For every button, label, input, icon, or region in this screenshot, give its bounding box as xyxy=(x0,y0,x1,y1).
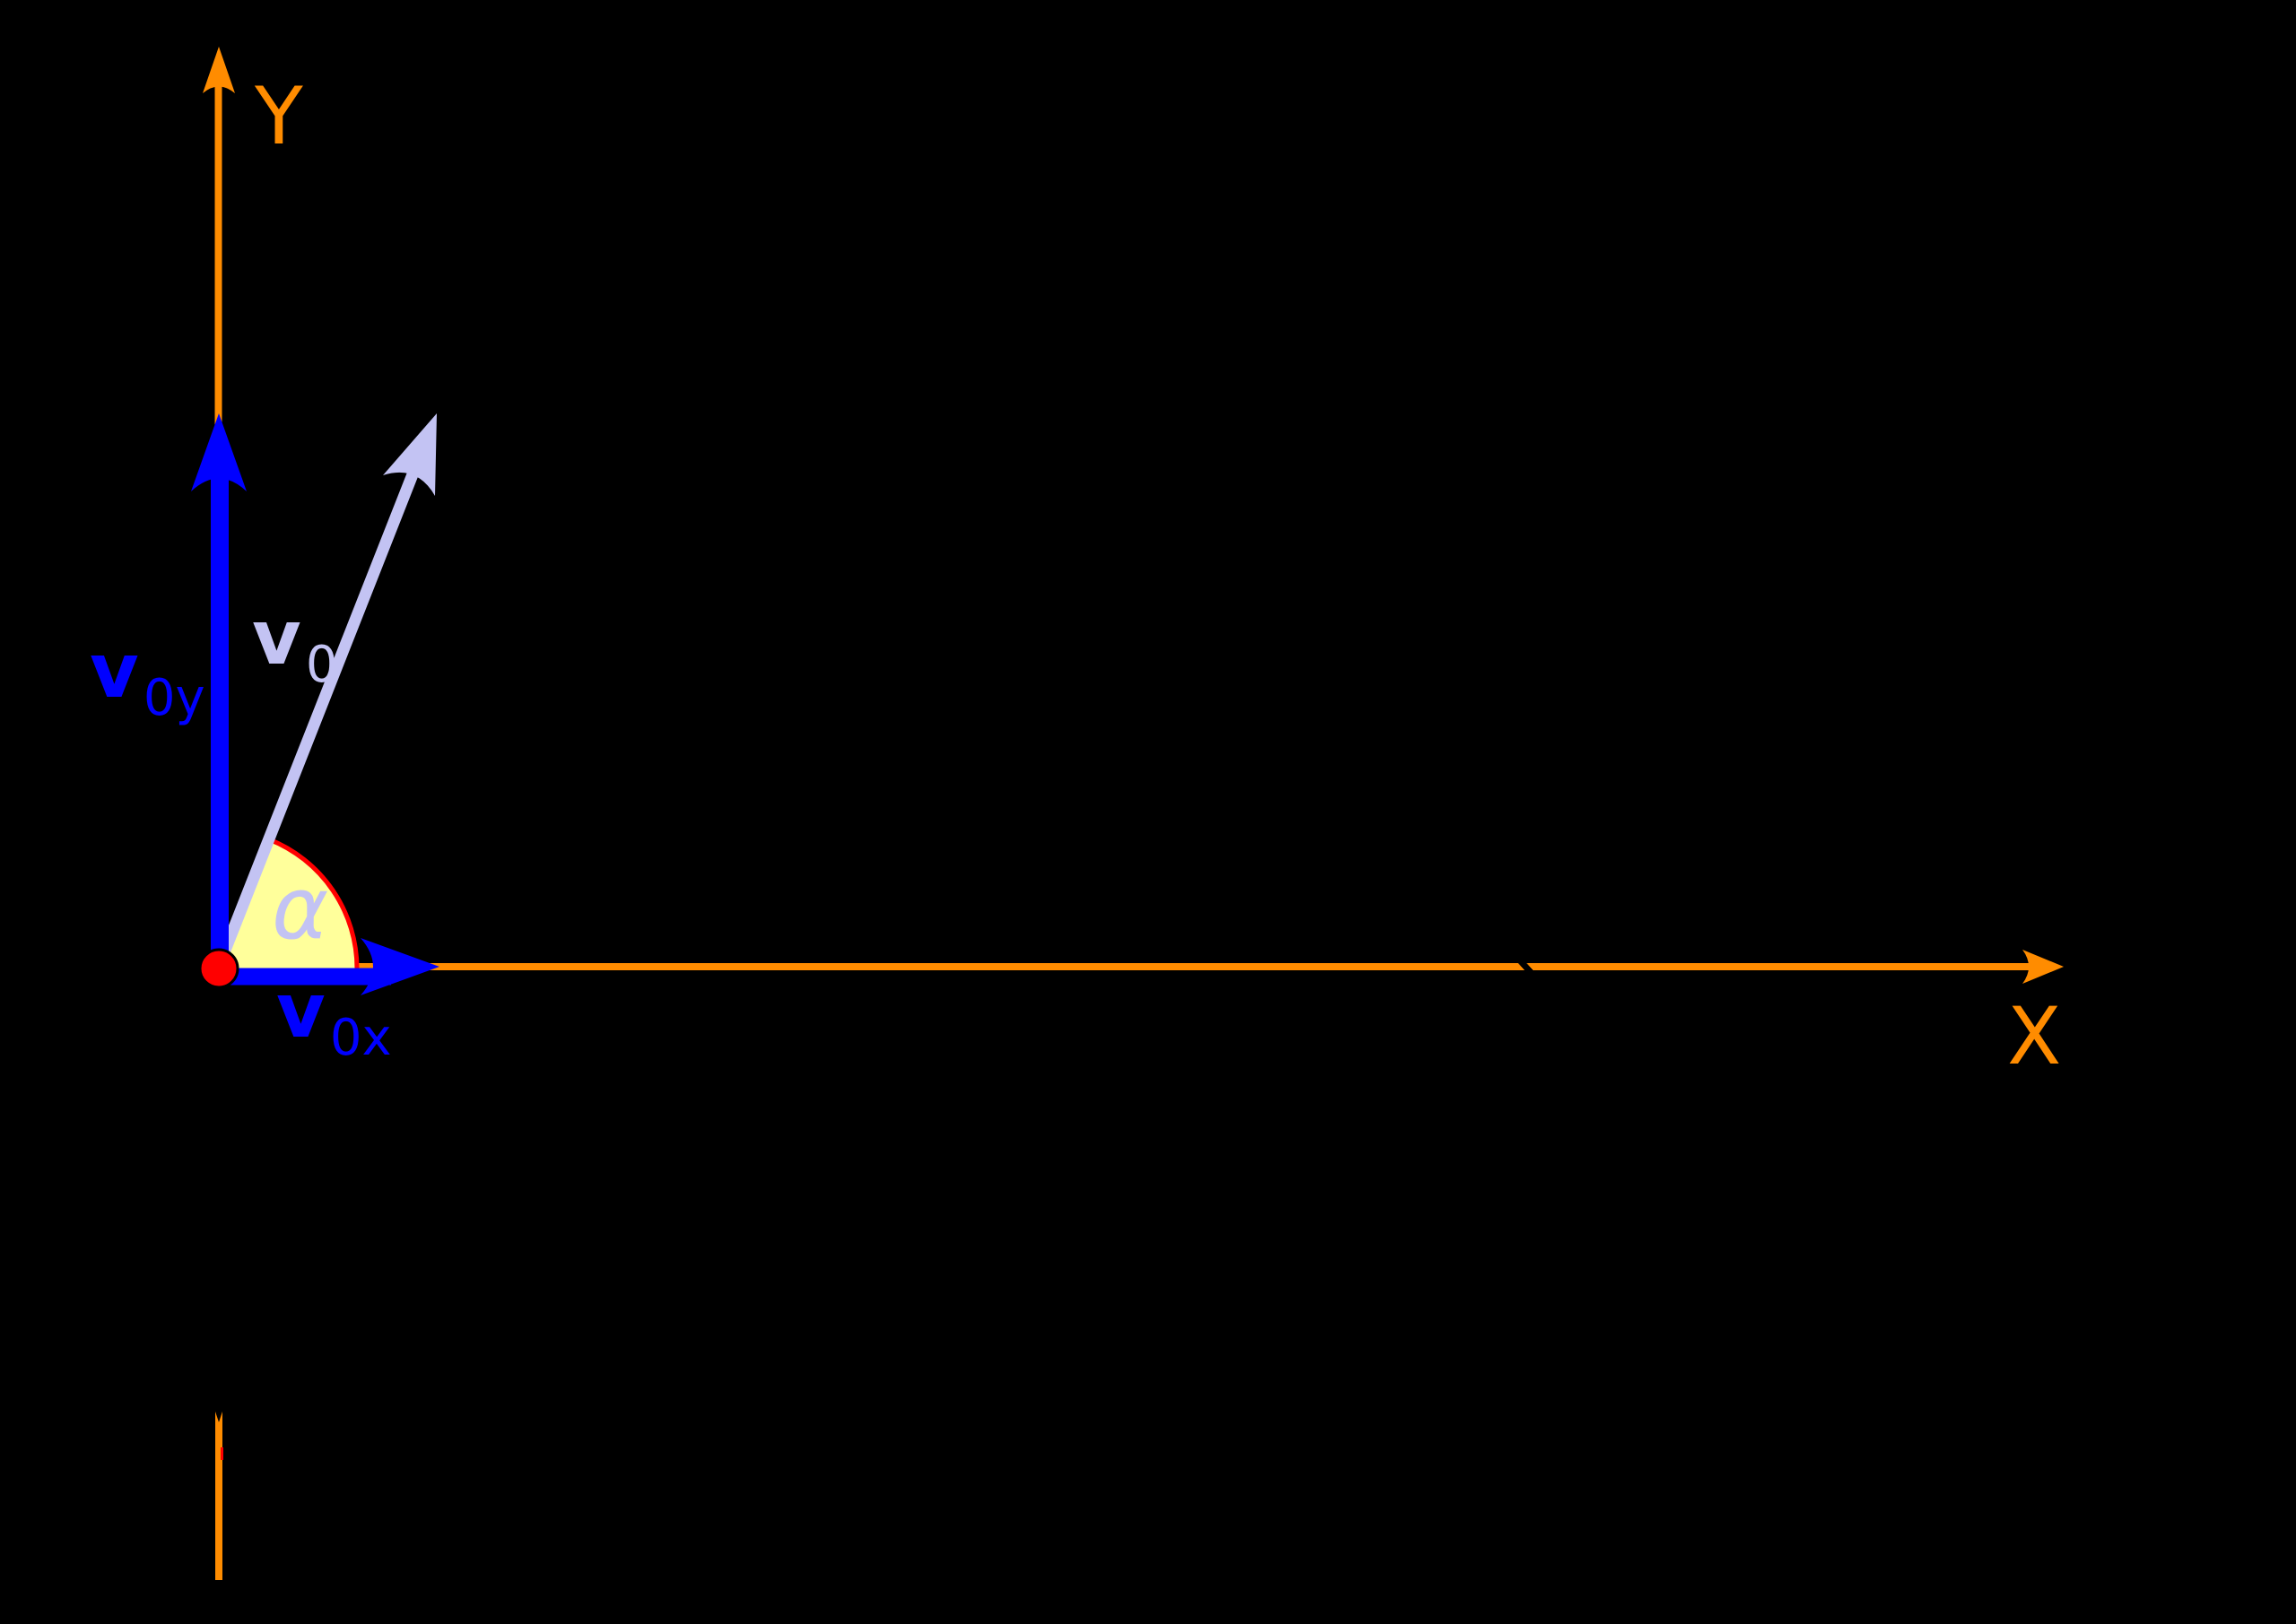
v0y-vector-arrowhead xyxy=(191,413,247,491)
red-tick-mark xyxy=(221,1447,223,1460)
y-axis-label: Y xyxy=(254,70,303,162)
v0x-label-sub: 0x xyxy=(330,1009,392,1067)
origin-dot xyxy=(198,948,239,989)
angle-label: α xyxy=(272,858,328,959)
v0-label: v 0 xyxy=(252,594,338,694)
v0y-label-base: v xyxy=(90,627,139,715)
v0y-label: v 0y xyxy=(90,627,205,727)
angle-wedge xyxy=(218,839,357,968)
v0-label-sub: 0 xyxy=(306,636,338,694)
v0x-label: v 0x xyxy=(276,967,392,1067)
hidden-arrowhead-notch xyxy=(214,1409,223,1422)
v0-vector-arrowhead xyxy=(383,413,437,496)
x-axis-arrowhead xyxy=(2022,950,2064,984)
v0x-vector-arrowhead xyxy=(361,938,439,995)
v0-label-base: v xyxy=(252,594,301,682)
v0y-label-sub: 0y xyxy=(144,669,205,727)
x-axis-label: X xyxy=(2007,990,2061,1082)
y-axis-arrowhead xyxy=(203,47,235,93)
v0x-label-base: v xyxy=(276,967,326,1055)
trajectory-crossing-slash xyxy=(1515,955,1537,979)
v0-vector-shaft xyxy=(212,463,422,971)
angle-arc xyxy=(268,837,360,969)
